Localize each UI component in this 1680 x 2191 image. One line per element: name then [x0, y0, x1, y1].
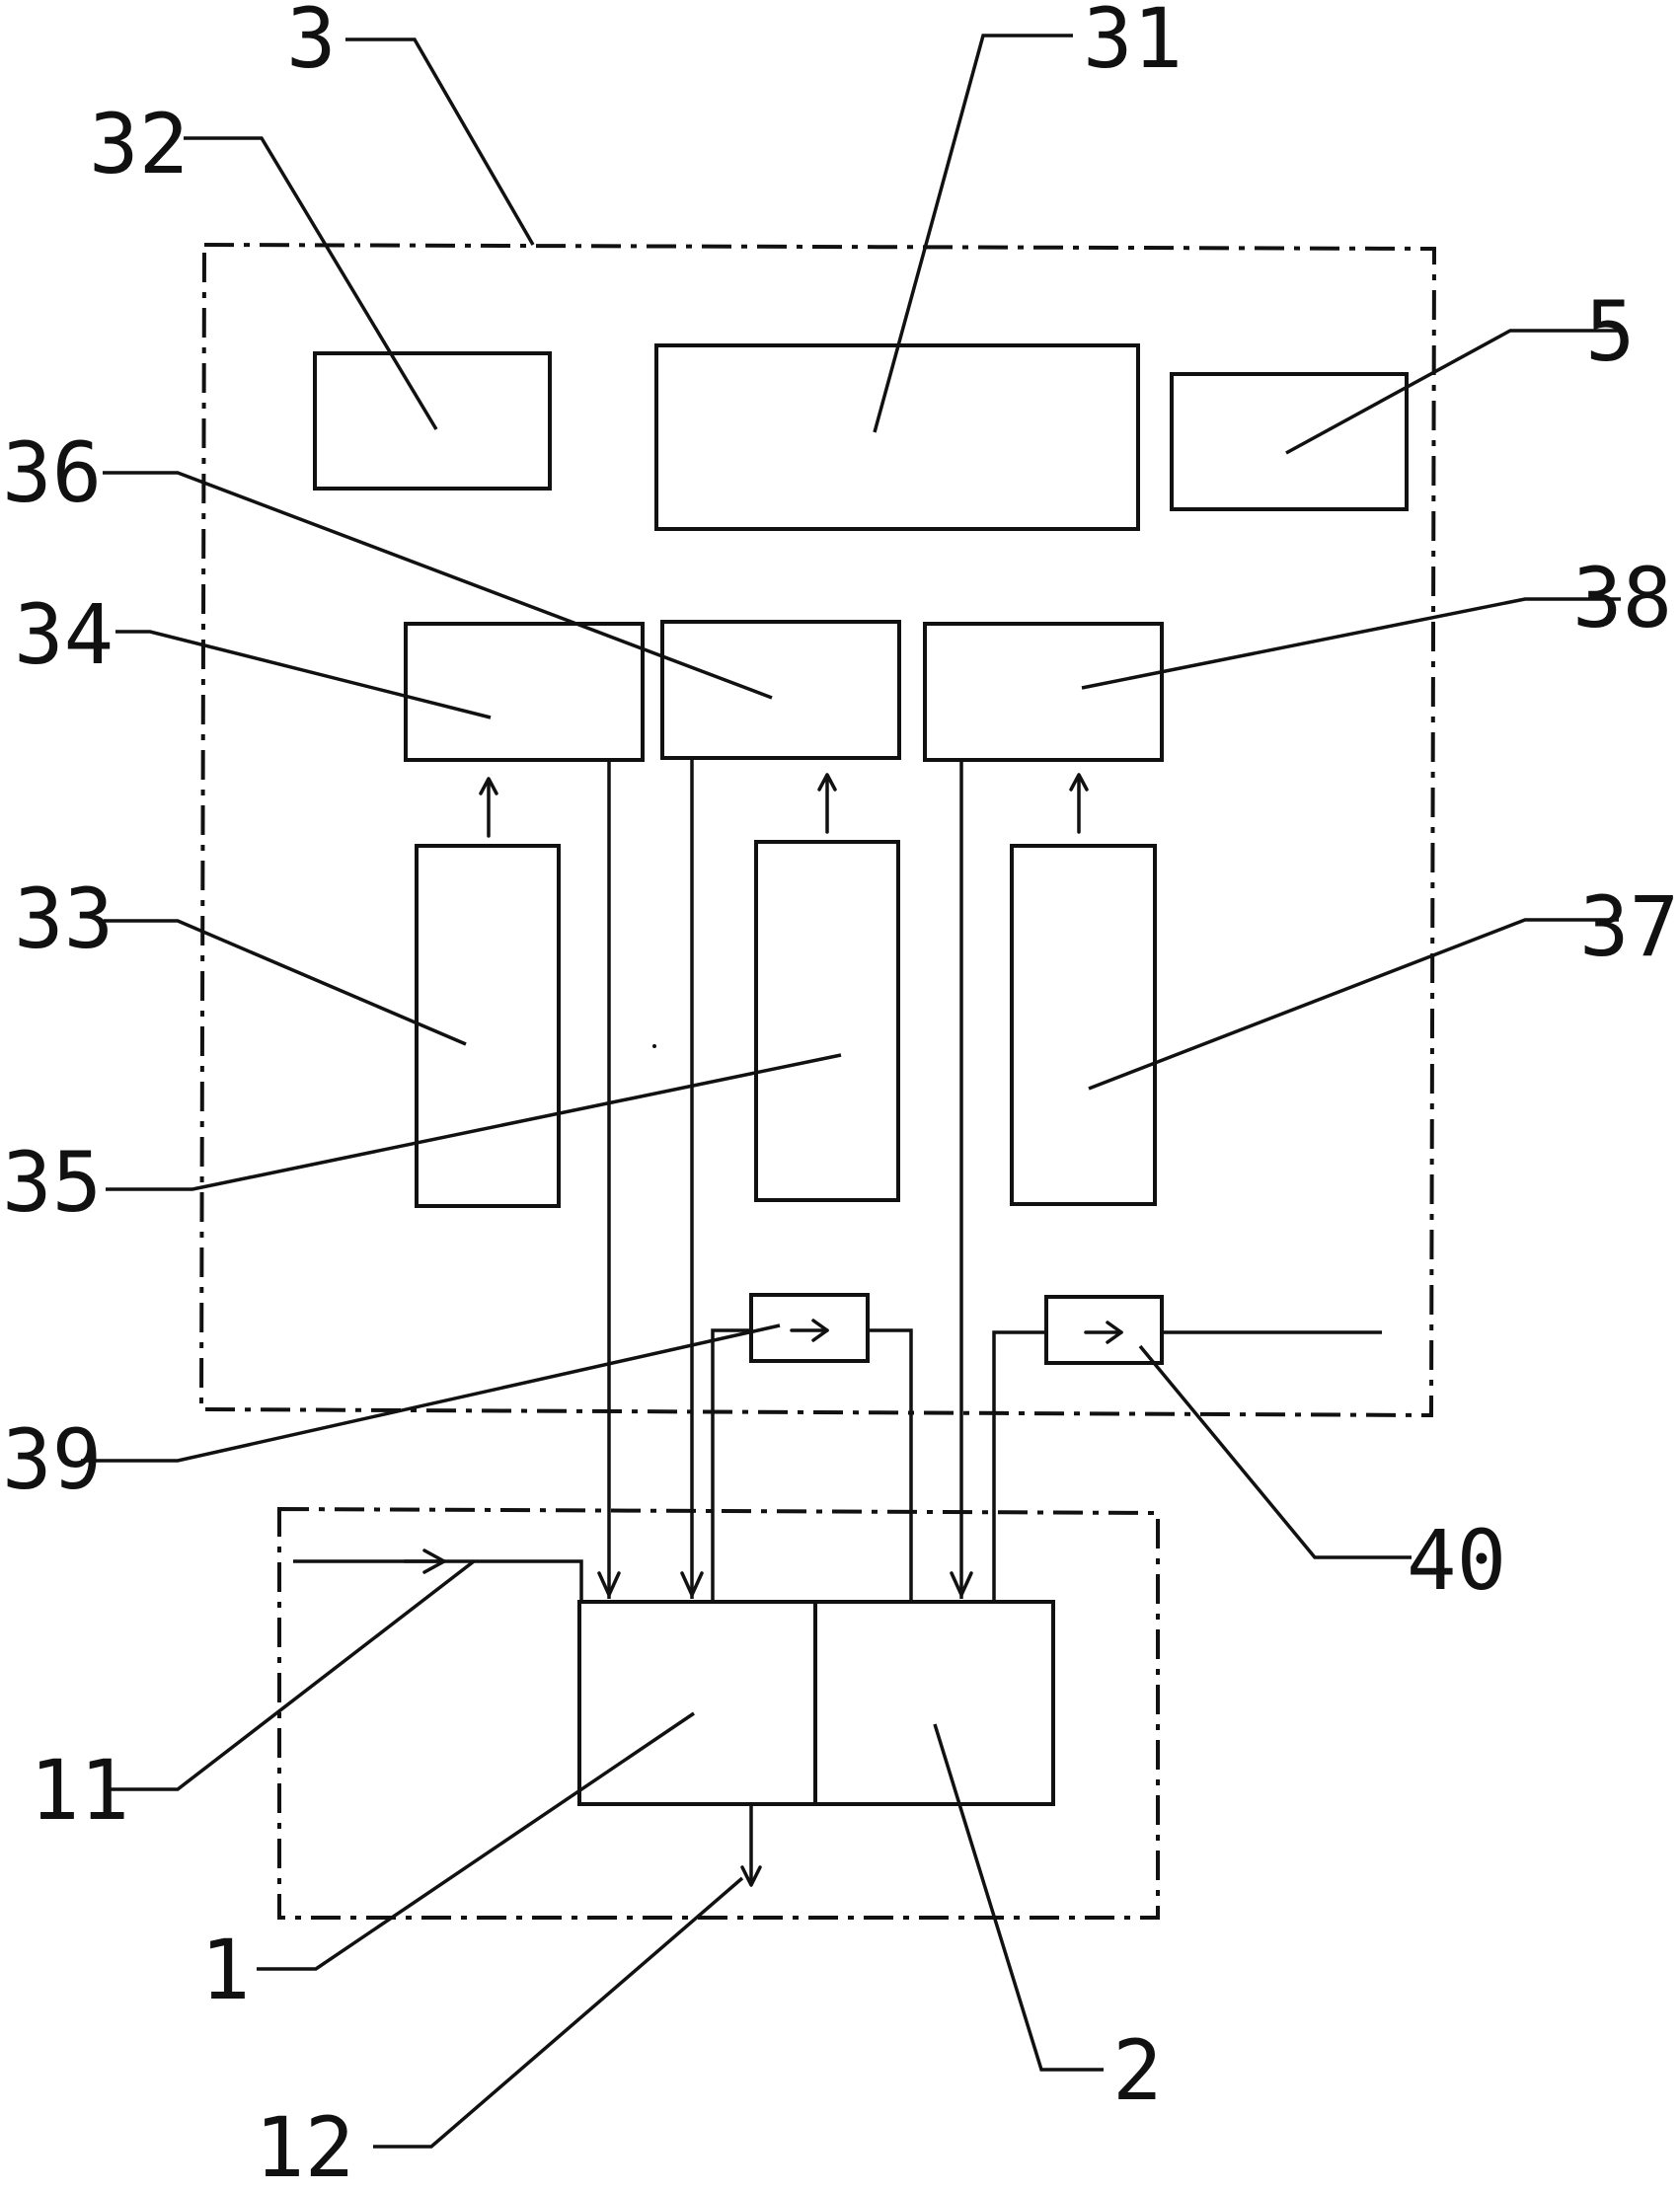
box-35	[754, 840, 900, 1202]
box-37	[1010, 844, 1157, 1206]
label-3: 3	[286, 0, 337, 87]
line-34-to-1	[597, 760, 621, 1599]
stray-dot	[652, 1044, 656, 1048]
line-39-to-2	[868, 1328, 913, 1602]
box-39	[749, 1293, 870, 1363]
label-2: 2	[1112, 2022, 1163, 2119]
unit-3-enclosure	[198, 242, 1437, 1418]
label-37: 37	[1579, 878, 1679, 975]
box-5	[1170, 372, 1409, 511]
line-36-to-1	[680, 758, 704, 1599]
arrow-37-to-38	[1069, 773, 1089, 834]
box-1	[577, 1600, 817, 1806]
line-2-to-40	[992, 1330, 1046, 1602]
label-39: 39	[2, 1411, 102, 1508]
label-1: 1	[200, 1922, 251, 2018]
box-33	[415, 844, 561, 1208]
label-36: 36	[2, 424, 102, 521]
label-12: 12	[255, 2099, 354, 2191]
arrow-33-to-34	[479, 777, 498, 838]
box-2	[813, 1600, 1055, 1806]
lower-unit-enclosure	[277, 1506, 1160, 1920]
label-35: 35	[2, 1134, 102, 1231]
box-38	[923, 622, 1164, 762]
label-32: 32	[89, 96, 189, 192]
label-11: 11	[30, 1742, 129, 1839]
label-40: 40	[1407, 1512, 1506, 1609]
arrow-in-box-40	[1084, 1321, 1123, 1344]
label-31: 31	[1083, 0, 1183, 87]
label-5: 5	[1585, 283, 1636, 380]
box-34	[404, 622, 645, 762]
box-36	[660, 620, 901, 760]
inlet-11	[293, 1549, 583, 1602]
arrow-35-to-36	[817, 773, 837, 834]
label-38: 38	[1572, 550, 1672, 646]
label-34: 34	[14, 586, 114, 683]
line-38-to-2	[950, 760, 973, 1599]
arrow-in-box-39	[790, 1319, 829, 1342]
box-40	[1044, 1295, 1164, 1365]
box-31	[654, 343, 1140, 531]
box-32	[313, 351, 552, 491]
leader-lines	[81, 34, 1621, 2149]
line-1-to-39	[711, 1328, 751, 1602]
label-33: 33	[14, 870, 114, 967]
outlet-12	[740, 1804, 762, 1887]
